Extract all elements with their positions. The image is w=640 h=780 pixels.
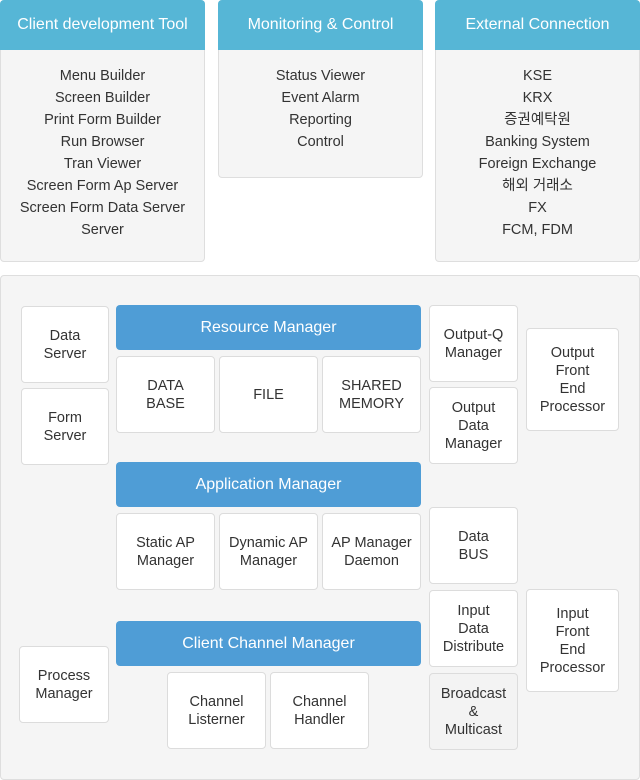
list-item: 해외 거래소	[502, 178, 573, 194]
channel-listener-box: Channel Listerner	[167, 672, 266, 749]
panel-title: Client development Tool	[0, 0, 205, 50]
channel-handler-box: Channel Handler	[270, 672, 369, 749]
panel-title: Monitoring & Control	[218, 0, 423, 50]
list-item: Status Viewer	[275, 68, 366, 84]
list-item: Screen Form Ap Server	[26, 178, 179, 194]
dynamic-ap-manager-box: Dynamic AP Manager	[219, 513, 318, 590]
monitoring-control-panel: Monitoring & Control Status Viewer Event…	[218, 0, 423, 178]
list-item: Screen Form Data Server	[19, 200, 186, 216]
output-data-manager-box: Output Data Manager	[429, 387, 518, 464]
form-server-box: Form Server	[21, 388, 109, 465]
ap-manager-daemon-box: AP Manager Daemon	[322, 513, 421, 590]
list-item: FX	[528, 200, 547, 216]
list-item: Event Alarm	[281, 90, 360, 106]
list-item: Reporting	[289, 112, 352, 128]
list-item: Screen Builder	[54, 90, 151, 106]
list-item: Banking System	[485, 134, 590, 150]
shared-memory-box: SHARED MEMORY	[322, 356, 421, 433]
panel-item-list: Menu Builder Screen Builder Print Form B…	[1, 65, 204, 241]
list-item: Tran Viewer	[63, 156, 142, 172]
list-item: Run Browser	[60, 134, 145, 150]
list-item: Control	[297, 134, 344, 150]
output-q-manager-box: Output-Q Manager	[429, 305, 518, 382]
list-item: Foreign Exchange	[478, 156, 597, 172]
list-item: 증권예탁원	[504, 112, 571, 128]
external-connection-panel: External Connection KSE KRX 증권예탁원 Bankin…	[435, 0, 640, 262]
data-server-box: Data Server	[21, 306, 109, 383]
panel-title: External Connection	[435, 0, 640, 50]
data-bus-box: Data BUS	[429, 507, 518, 584]
database-box: DATA BASE	[116, 356, 215, 433]
file-box: FILE	[219, 356, 318, 433]
application-manager-bar: Application Manager	[116, 462, 421, 507]
resource-manager-bar: Resource Manager	[116, 305, 421, 350]
list-item: Menu Builder	[59, 68, 146, 84]
client-channel-manager-bar: Client Channel Manager	[116, 621, 421, 666]
list-item: Print Form Builder	[44, 112, 161, 128]
panel-item-list: Status Viewer Event Alarm Reporting Cont…	[219, 65, 422, 153]
broadcast-multicast-box: Broadcast & Multicast	[429, 673, 518, 750]
panel-item-list: KSE KRX 증권예탁원 Banking System Foreign Exc…	[436, 65, 639, 241]
client-development-tool-panel: Client development Tool Menu Builder Scr…	[0, 0, 205, 262]
list-item: Server	[81, 222, 124, 238]
list-item: KRX	[522, 90, 553, 106]
process-manager-box: Process Manager	[19, 646, 109, 723]
list-item: KSE	[522, 68, 552, 84]
output-front-end-processor-box: Output Front End Processor	[526, 328, 619, 431]
input-front-end-processor-box: Input Front End Processor	[526, 589, 619, 692]
static-ap-manager-box: Static AP Manager	[116, 513, 215, 590]
list-item: FCM, FDM	[502, 222, 573, 238]
input-data-distribute-box: Input Data Distribute	[429, 590, 518, 667]
